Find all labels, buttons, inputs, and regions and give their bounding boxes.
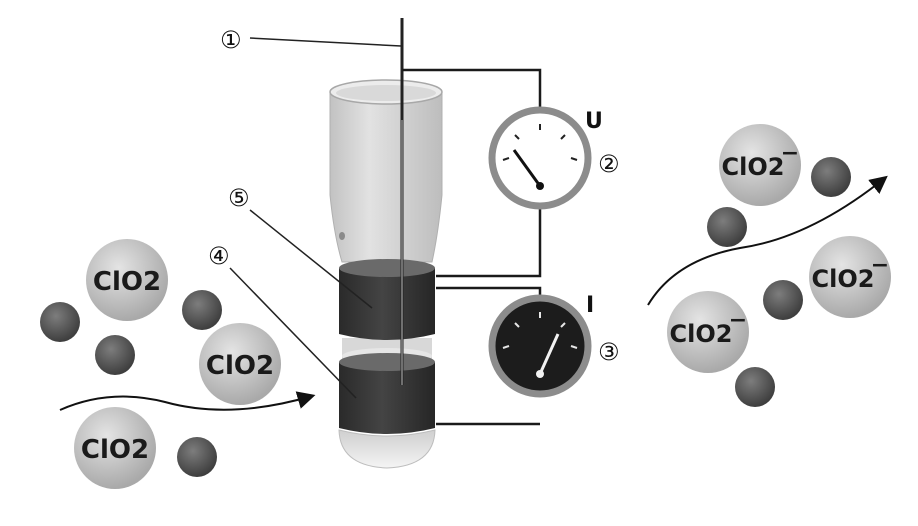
molecule-clo2-ion: ClO2 − <box>719 124 801 206</box>
voltage-meter: U <box>488 106 603 210</box>
leader-5 <box>249 209 373 309</box>
voltmeter-needle <box>512 149 542 187</box>
particle <box>811 157 851 197</box>
callout-4: ④ <box>208 242 230 270</box>
voltmeter-gauge-icon <box>488 106 592 210</box>
outgoing-molecules: ClO2 − ClO2 − ClO2 − <box>667 124 891 407</box>
electrode-band-upper-top <box>339 259 435 277</box>
particle <box>40 302 80 342</box>
glass-tube-body <box>329 91 443 263</box>
molecule-clo2: ClO2 <box>74 407 156 489</box>
svg-text:−: − <box>729 308 747 333</box>
vent-hole <box>339 232 345 240</box>
molecule-clo2-ion: ClO2 − <box>667 291 749 373</box>
electrode-band-lower <box>339 362 435 434</box>
current-letter: I <box>586 293 594 318</box>
molecule-clo2: ClO2 <box>86 239 168 321</box>
callout-2: ② <box>598 150 620 178</box>
particle <box>707 207 747 247</box>
leader-1 <box>249 37 402 47</box>
callout-5: ⑤ <box>228 184 250 212</box>
svg-text:−: − <box>781 141 799 166</box>
svg-text:ClO2: ClO2 <box>722 153 785 181</box>
ammeter-needle <box>538 333 560 375</box>
electrode-band-lower-top <box>339 353 435 371</box>
svg-text:ClO2: ClO2 <box>93 267 161 297</box>
svg-text:−: − <box>871 253 889 278</box>
svg-text:ClO2: ClO2 <box>670 320 733 348</box>
particle <box>95 335 135 375</box>
membrane-tip <box>338 429 436 469</box>
svg-text:ClO2: ClO2 <box>81 435 149 465</box>
callout-1: ① <box>220 26 242 54</box>
callout-3: ③ <box>598 338 620 366</box>
particle <box>735 367 775 407</box>
particle <box>763 280 803 320</box>
flow-arrow-icon <box>59 391 316 411</box>
sensor-tube <box>329 18 443 469</box>
flow-arrow-icon <box>647 175 888 306</box>
svg-text:ClO2: ClO2 <box>206 351 274 381</box>
incoming-molecules: ClO2 ClO2 ClO2 <box>40 239 281 489</box>
callouts: ① ② ③ ⑤ ④ <box>208 26 620 399</box>
particle <box>177 437 217 477</box>
molecule-clo2: ClO2 <box>199 323 281 405</box>
glass-tube-opening <box>336 85 436 101</box>
particle <box>182 290 222 330</box>
voltage-letter: U <box>585 109 603 134</box>
current-meter: I <box>488 293 594 398</box>
molecule-clo2-ion: ClO2 − <box>809 236 891 318</box>
svg-text:ClO2: ClO2 <box>812 265 875 293</box>
leader-4 <box>229 267 357 399</box>
electrode-band-upper <box>339 268 435 340</box>
wire-voltage-loop <box>402 68 542 278</box>
ammeter-gauge-icon <box>488 294 592 398</box>
